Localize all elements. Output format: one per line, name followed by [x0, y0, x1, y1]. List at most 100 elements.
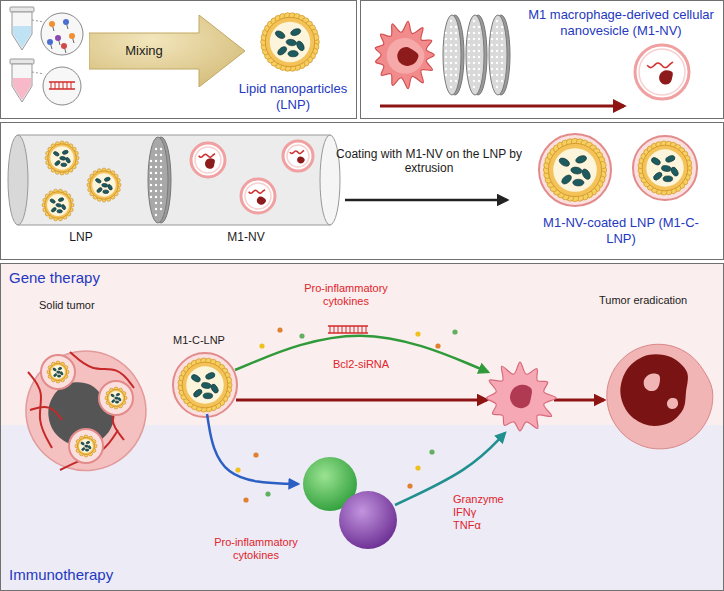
- lnp-core: [646, 149, 683, 186]
- filter-pore: [445, 74, 447, 76]
- part-label: Tumor eradication: [599, 294, 687, 307]
- filter-pore: [473, 26, 475, 28]
- filter-pore: [455, 80, 457, 82]
- cytokine-dot: [299, 333, 304, 338]
- filter-pore: [155, 184, 157, 186]
- cytokine-dot: [265, 491, 270, 496]
- filter-pore: [455, 44, 457, 46]
- arrow-shape: [89, 15, 245, 87]
- section-heading: Gene therapy: [9, 269, 100, 287]
- m1-nv-coating: [539, 134, 611, 206]
- filter-pore: [473, 56, 475, 58]
- tube-liquid: [13, 26, 31, 48]
- filter-pore: [160, 148, 162, 150]
- m1-nv-coating: [69, 429, 103, 463]
- sirna-core: [96, 187, 103, 194]
- filter-pore: [491, 56, 493, 58]
- lnp-shell: [265, 17, 314, 66]
- vesicle-membrane: [241, 179, 275, 213]
- m1-nanovesicle: [241, 179, 275, 213]
- vesicle-rna: [199, 154, 215, 157]
- base-pair: [71, 82, 72, 89]
- sirna-core: [49, 198, 56, 204]
- sirna-core: [111, 399, 115, 403]
- sirna-duplex: [49, 82, 75, 89]
- sirna-core: [101, 183, 108, 188]
- extruder-end: [8, 135, 28, 225]
- filter-pore: [450, 38, 452, 40]
- vesicle-protein: [297, 156, 305, 163]
- base-pair: [362, 326, 363, 333]
- panel-label: M1 macrophage-derived cellular nanovesic…: [521, 7, 721, 38]
- base-pair: [358, 326, 359, 333]
- filter-pore: [478, 50, 480, 52]
- filter-pore: [450, 62, 452, 64]
- m1-nanovesicle: [635, 45, 689, 99]
- sirna-core: [205, 372, 216, 381]
- base-pair: [346, 326, 347, 333]
- filter-pore: [501, 50, 503, 52]
- filter-pore: [496, 74, 498, 76]
- sirna-core: [104, 177, 111, 182]
- filter-pore: [473, 68, 475, 70]
- filter-pore: [468, 68, 470, 70]
- filter-pore: [450, 44, 452, 46]
- sirna-core: [286, 39, 297, 47]
- sirna-core: [62, 150, 69, 155]
- filter-pore: [450, 32, 452, 34]
- filter-pore: [473, 86, 475, 88]
- filter-pore: [473, 80, 475, 82]
- cell-body: [375, 21, 434, 88]
- vesicle-rna: [647, 62, 673, 68]
- filter-pore: [501, 68, 503, 70]
- sirna-core: [290, 27, 302, 36]
- immune-cell: [339, 491, 397, 549]
- sirna-core: [580, 168, 591, 181]
- base-pair: [51, 82, 52, 89]
- filter-pore: [468, 32, 470, 34]
- tube-liquid: [13, 78, 31, 100]
- filter-pore: [455, 68, 457, 70]
- arrow-label: Coating with M1-NV on the LNP by extrusi…: [329, 147, 529, 176]
- zoom-line: [32, 20, 44, 22]
- filter-pore: [491, 32, 493, 34]
- sirna-core: [57, 210, 63, 213]
- filter-pore: [473, 38, 475, 40]
- filter-pore: [155, 202, 157, 204]
- eradicated-tumor-body: [607, 344, 713, 449]
- arrow-label: Pro-inflammatory cytokines: [201, 536, 311, 562]
- filter-pore: [491, 44, 493, 46]
- necrotic-area: [620, 354, 688, 426]
- sirna-core: [560, 173, 573, 185]
- filter-face: [443, 15, 461, 95]
- filter-pore: [445, 50, 447, 52]
- base-pair: [59, 82, 60, 89]
- filter-pore: [468, 38, 470, 40]
- filter-pore: [450, 56, 452, 58]
- sirna-core: [61, 163, 67, 167]
- filter-pore: [445, 38, 447, 40]
- sirna-core: [201, 382, 211, 389]
- sirna-core: [295, 40, 306, 52]
- sirna-core: [52, 368, 56, 372]
- vesicle-membrane: [283, 141, 313, 171]
- cytokine-dot: [429, 449, 434, 454]
- tumor-cell-body: [487, 362, 557, 431]
- lipid-head: [69, 33, 75, 39]
- cytokine-dot: [415, 331, 420, 336]
- filter-pore: [155, 172, 157, 174]
- filter-pore: [450, 50, 452, 52]
- arrow-outline: [89, 15, 245, 87]
- lnp-core: [50, 146, 73, 169]
- filter-pore: [473, 50, 475, 52]
- lnp: [261, 13, 320, 72]
- filter-pore: [478, 56, 480, 58]
- sirna-core: [276, 45, 288, 56]
- sirna-core: [85, 449, 89, 451]
- lnp-shell: [49, 363, 66, 380]
- cytokine-dot: [259, 343, 264, 348]
- sirna-core: [84, 445, 88, 448]
- arrow-label: Pro-inflammatory cytokines: [291, 282, 401, 308]
- filter-pore: [496, 26, 498, 28]
- cytokine-dot: [407, 483, 412, 488]
